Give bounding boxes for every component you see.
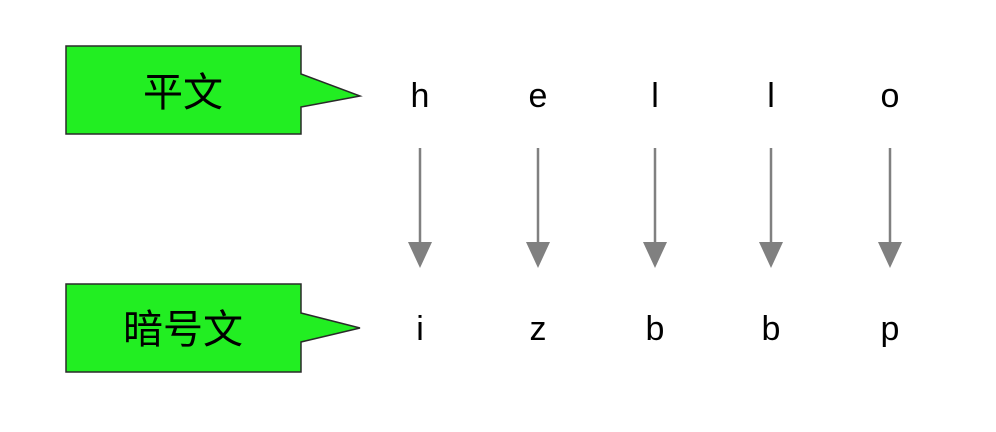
ciphertext-callout: 暗号文 — [65, 283, 361, 373]
arrow-down — [878, 148, 902, 268]
arrow-down — [408, 148, 432, 268]
plaintext-letter: h — [411, 77, 430, 115]
plaintext-callout-shape — [65, 45, 363, 135]
ciphertext-letter: i — [416, 310, 424, 348]
mapping-arrows — [408, 148, 902, 268]
plaintext-letters: h e l l o — [411, 77, 900, 115]
ciphertext-letter: b — [762, 310, 781, 348]
plaintext-label: 平文 — [143, 70, 223, 116]
arrow-down — [643, 148, 667, 268]
plaintext-callout: 平文 — [65, 45, 363, 135]
plaintext-letter: l — [651, 77, 659, 115]
ciphertext-letter: b — [646, 310, 665, 348]
arrow-down — [526, 148, 550, 268]
ciphertext-callout-shape — [65, 283, 361, 373]
ciphertext-letters: i z b b p — [416, 310, 899, 348]
ciphertext-letter: p — [881, 310, 900, 348]
ciphertext-letter: z — [530, 310, 547, 348]
plaintext-letter: l — [767, 77, 775, 115]
plaintext-letter: o — [881, 77, 900, 115]
ciphertext-label: 暗号文 — [123, 307, 243, 353]
plaintext-letter: e — [529, 77, 548, 115]
arrow-down — [759, 148, 783, 268]
